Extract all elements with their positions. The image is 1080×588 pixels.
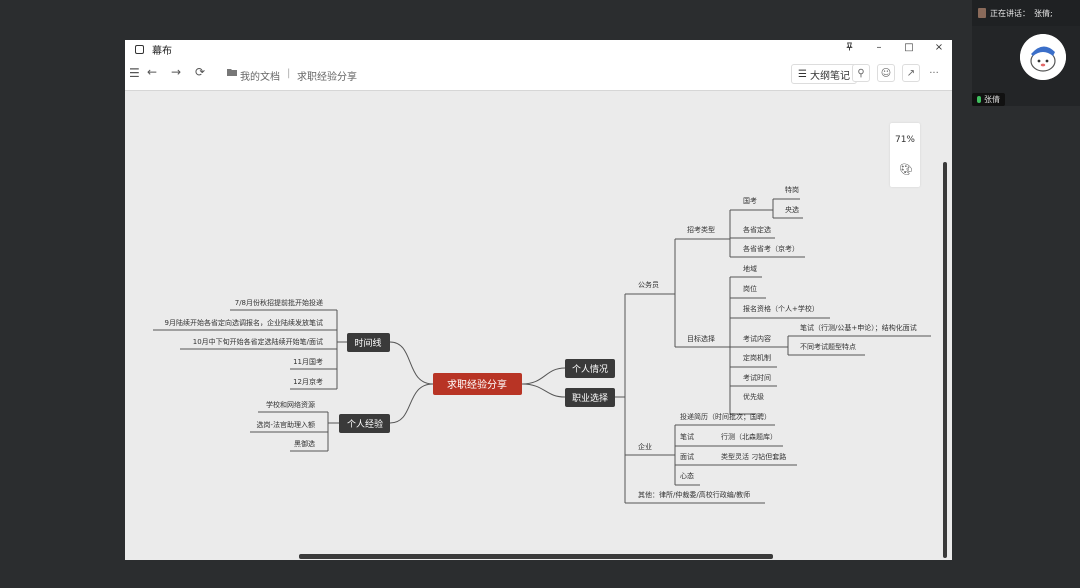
pin-icon[interactable] (842, 42, 856, 54)
national-item: 特岗 (785, 185, 799, 194)
mindmap: 求职经验分享 时间线 个人经验 个人情况 职业选择 7/8月份秋招提前批开始投递… (153, 185, 931, 504)
root-label: 求职经验分享 (447, 378, 507, 391)
experience-item: 黑御选 (294, 439, 315, 448)
career-label: 职业选择 (572, 392, 608, 404)
share-icon[interactable]: ↗ (902, 64, 920, 82)
app-logo-icon (135, 44, 144, 54)
selection-item: 报名资格（个人+学校） (743, 304, 819, 313)
exam-content-label: 考试内容 (743, 334, 771, 343)
exam-type-item: 各省省考（京考） (743, 244, 799, 253)
company-label: 企业 (638, 442, 652, 451)
career-node (565, 388, 615, 407)
timeline-item: 11月国考 (293, 358, 323, 366)
forward-icon[interactable]: → (171, 65, 182, 79)
vertical-scrollbar[interactable] (943, 162, 947, 558)
timeline-item: 7/8月份秋招提前批开始投递 (235, 298, 323, 307)
breadcrumb-root[interactable]: 我的文档 (240, 72, 280, 83)
mindmap-icon[interactable]: ⚲ (852, 64, 870, 82)
folder-icon (227, 68, 237, 79)
speaking-indicator: 正在讲话： 张倩; (972, 0, 1080, 26)
timeline-item: 9月陆续开始各省定向选调报名，企业陆续发放笔试 (165, 318, 323, 327)
written-detail: 行测（北森题库） (721, 432, 777, 441)
window-title: 幕布 (152, 45, 172, 57)
selection-label: 目标选择 (687, 334, 715, 343)
title-bar: 幕布 – □ × (125, 40, 952, 58)
exam-content-item: 笔试（行测/公基+申论）；结构化面试 (800, 323, 917, 332)
timeline-label: 时间线 (354, 337, 381, 349)
cartoon-avatar-icon (1020, 34, 1066, 80)
participant-name-tag: 张倩 (972, 93, 1005, 106)
breadcrumb-document: 求职经验分享 (297, 72, 357, 83)
app-window: 幕布 – □ × ☰ ← → ⟳ 我的文档 | 求职经验分享 ☰ 大纲笔记 ⚲ … (125, 40, 952, 560)
experience-item: 学校和网络资源 (266, 400, 315, 409)
zoom-panel: 71% 🎨︎ (890, 123, 920, 187)
national-item: 央选 (785, 205, 799, 214)
timeline-node (347, 333, 390, 352)
outline-notes-label: 大纲笔记 (809, 70, 850, 82)
collaborators-icon[interactable]: ☺ (877, 64, 895, 82)
list-icon: ☰ (798, 68, 807, 80)
selection-item: 地域 (743, 264, 757, 273)
experience-node (339, 414, 390, 433)
national-exam-label: 国考 (743, 197, 757, 205)
palette-icon[interactable]: 🎨︎ (899, 163, 913, 176)
selection-item: 定岗机制 (743, 353, 771, 362)
close-button[interactable]: × (934, 42, 944, 53)
microphone-icon (977, 96, 981, 103)
back-icon[interactable]: ← (147, 65, 158, 79)
written-label: 笔试 (680, 432, 694, 441)
experience-label: 个人经验 (347, 418, 383, 430)
minimize-button[interactable]: – (876, 42, 882, 53)
breadcrumb-separator: | (287, 68, 291, 79)
speaking-label: 正在讲话： (990, 8, 1030, 18)
more-button[interactable]: ··· (925, 64, 943, 82)
horizontal-scrollbar[interactable] (299, 554, 773, 559)
menu-icon[interactable]: ☰ (129, 66, 140, 80)
outline-notes-button[interactable]: ☰ 大纲笔记 (791, 64, 857, 84)
avatar (1020, 34, 1066, 80)
civil-label: 公务员 (638, 280, 659, 289)
speaker-thumbnail-icon (978, 8, 986, 18)
speaking-name: 张倩; (1034, 8, 1053, 18)
mindmap-root-node (433, 373, 522, 395)
exam-types-label: 招考类型 (687, 225, 715, 234)
selection-item: 优先级 (743, 392, 764, 401)
zoom-level[interactable]: 71% (894, 135, 915, 145)
selection-item: 考试时间 (743, 373, 771, 382)
interview-label: 面试 (680, 452, 694, 461)
interview-detail: 类型灵活 刁钻但套路 (721, 452, 786, 461)
other-label: 其他：律所/仲裁委/高校行政编/教师 (638, 490, 750, 499)
personal-label: 个人情况 (572, 363, 608, 375)
selection-item: 岗位 (743, 284, 757, 293)
exam-content-item: 不同考试题型特点 (800, 342, 856, 351)
mindset-label: 心态 (680, 471, 694, 480)
mindmap-canvas[interactable]: 求职经验分享 时间线 个人经验 个人情况 职业选择 7/8月份秋招提前批开始投递… (125, 91, 952, 560)
personal-node (565, 359, 615, 378)
experience-item: 选岗-法官助理入额 (256, 420, 315, 429)
maximize-button[interactable]: □ (904, 42, 914, 53)
company-item: 投递简历（时间批次；国聘） (680, 412, 771, 421)
timeline-item: 10月中下旬开始各省定选陆续开始笔/面试 (193, 337, 323, 346)
exam-type-item: 各省定选 (743, 225, 771, 234)
participant-name: 张倩 (984, 95, 1000, 104)
toolbar: ☰ ← → ⟳ 我的文档 | 求职经验分享 ☰ 大纲笔记 ⚲ ☺ ↗ ··· (125, 58, 952, 91)
refresh-icon[interactable]: ⟳ (195, 65, 206, 79)
timeline-item: 12月京考 (293, 377, 323, 386)
